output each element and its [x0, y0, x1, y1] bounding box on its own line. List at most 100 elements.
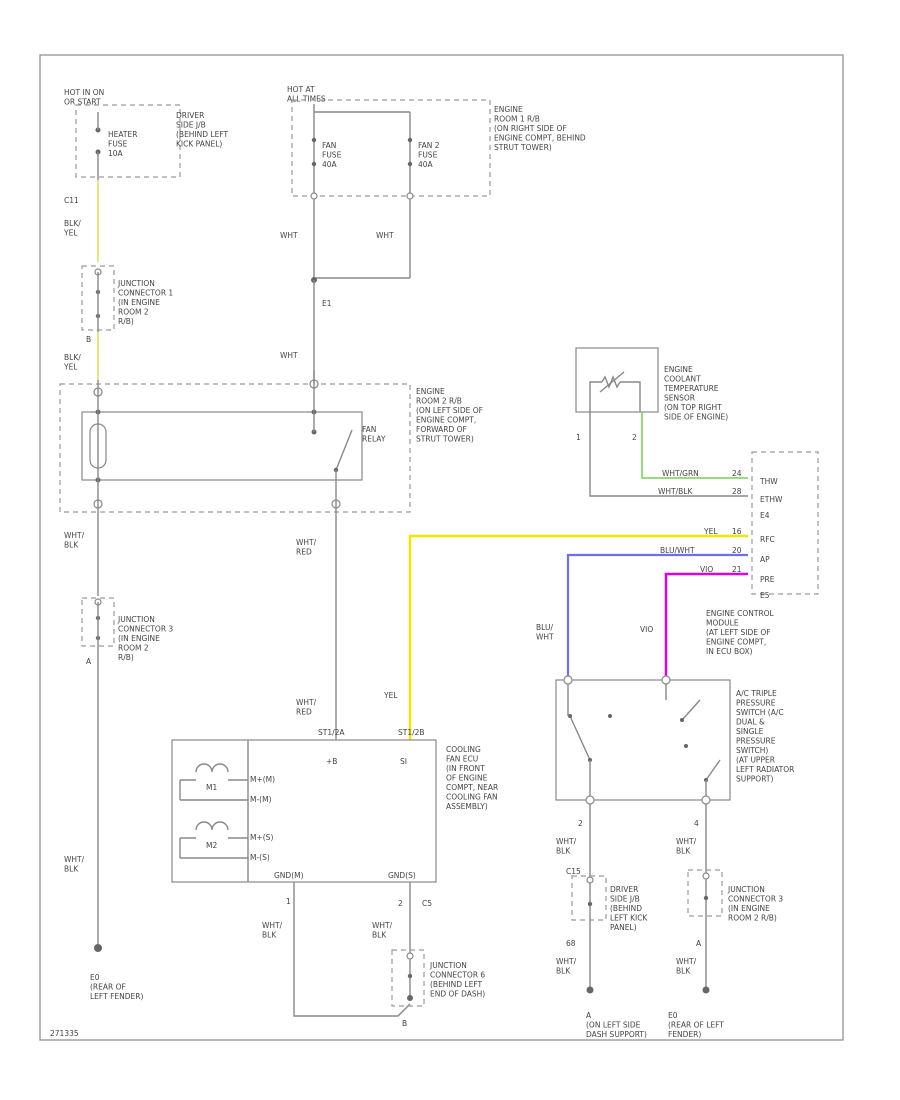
- label-line: WHT/: [676, 837, 697, 846]
- rb1-terminal-left: [310, 192, 318, 200]
- label-line: OR START: [64, 98, 101, 107]
- ecm-e5-label: E5: [760, 591, 770, 600]
- label-line: (REAR OF: [90, 983, 126, 992]
- label-line: FUSE: [418, 151, 438, 160]
- svg-text:WHT/BLK: WHT/BLK: [556, 837, 577, 856]
- label-line: WHT/: [262, 921, 283, 930]
- label-line: (ON LEFT SIDE OF: [416, 406, 483, 415]
- m1-minus-label: M-(M): [250, 795, 272, 804]
- wht-red-1-label: WHT/RED: [296, 538, 317, 557]
- label-line: WHT/: [296, 538, 317, 547]
- label-line: BLK: [372, 931, 387, 940]
- wire-vio-pre: [664, 572, 748, 680]
- c15-label: C15: [566, 867, 581, 876]
- label-line: E0: [668, 1011, 678, 1020]
- label-line: BLK: [262, 931, 277, 940]
- wht-blk-label: WHT/BLK: [64, 531, 85, 550]
- label-line: SWITCH): [736, 746, 768, 755]
- label-line: RED: [296, 708, 312, 717]
- label-line: PRESSURE: [736, 737, 776, 746]
- ecm-blu-wire-label: BLU/WHT: [660, 546, 695, 555]
- label-line: BLK: [676, 847, 691, 856]
- vio-label: VIO: [640, 625, 653, 634]
- gnd-m-label: GND(M): [274, 871, 304, 880]
- label-line: WHT/: [64, 531, 85, 540]
- label-line: (IN ENGINE: [728, 904, 770, 913]
- ect-sensor-box: [575, 347, 659, 413]
- label-line: HEATER: [108, 130, 137, 139]
- label-line: PANEL): [610, 923, 637, 932]
- label-line: FENDER): [668, 1030, 701, 1039]
- label-line: (REAR OF LEFT: [668, 1021, 724, 1030]
- label-line: ROOM 2: [118, 644, 149, 653]
- m1-label: M1: [206, 783, 217, 792]
- wire-blu-wht-ap: [566, 553, 748, 680]
- label-line: MODULE: [706, 619, 739, 628]
- label-line: ROOM 2: [118, 308, 149, 317]
- svg-text:WHT/BLK: WHT/BLK: [556, 957, 577, 976]
- fan-fuse-terminal-2: [311, 161, 317, 167]
- label-line: E0: [90, 973, 100, 982]
- label-line: BLK/: [64, 219, 81, 228]
- wht-blk-ps4-label: WHT/BLK: [676, 957, 697, 976]
- label-line: (IN ENGINE: [118, 634, 160, 643]
- pin-a2-label: A: [696, 939, 702, 948]
- pin-4-ps-label: 4: [694, 819, 699, 828]
- ps-switch-1-node: [568, 714, 572, 718]
- fan2-fuse-terminal-1: [407, 137, 413, 143]
- ect-thermistor-arrow: [599, 371, 625, 393]
- svg-text:BLK/YEL: BLK/YEL: [63, 353, 81, 372]
- label-line: SWITCH (A/C: [736, 708, 784, 717]
- driver-side-jb-box: [75, 104, 181, 178]
- label-line: PRESSURE: [736, 699, 776, 708]
- label-line: A: [586, 1011, 592, 1020]
- svg-text:WHT/BLK: WHT/BLK: [676, 837, 697, 856]
- ps-terminal-2: [585, 795, 595, 805]
- label-line: RELAY: [362, 435, 386, 444]
- jc6-box: [391, 949, 425, 1007]
- label-line: RED: [296, 548, 312, 557]
- label-line: JUNCTION: [429, 961, 467, 970]
- wht-blk-left-label: WHT/BLK: [64, 855, 85, 874]
- label-line: (ON TOP RIGHT: [664, 403, 722, 412]
- label-line: LEFT FENDER): [90, 992, 143, 1001]
- ps-switch-3-blade: [705, 759, 721, 781]
- label-line: WHT/: [556, 957, 577, 966]
- fan-fuse-terminal-1: [311, 137, 317, 143]
- svg-text:WHT/RED: WHT/RED: [296, 698, 317, 717]
- label-line: BLK: [64, 541, 79, 550]
- pin-plus-b-label: +B: [326, 757, 337, 766]
- diagram-id: 271335: [50, 1029, 79, 1038]
- ecm-vio-wire-label: VIO: [700, 565, 713, 574]
- pin-2-ps-label: 2: [578, 819, 583, 828]
- label-line: JUNCTION: [727, 885, 765, 894]
- label-line: ROOM 1 R/B: [494, 115, 540, 124]
- driver-side-jb2-box: [571, 875, 607, 921]
- m2-plus-label: M+(S): [250, 833, 273, 842]
- label-line: (AT LEFT SIDE OF: [706, 628, 771, 637]
- ecm-blu-pin-label: 20: [732, 546, 742, 555]
- label-line: A/C TRIPLE: [736, 689, 777, 698]
- conn-cfe-2-label: ST1/2B: [398, 728, 425, 737]
